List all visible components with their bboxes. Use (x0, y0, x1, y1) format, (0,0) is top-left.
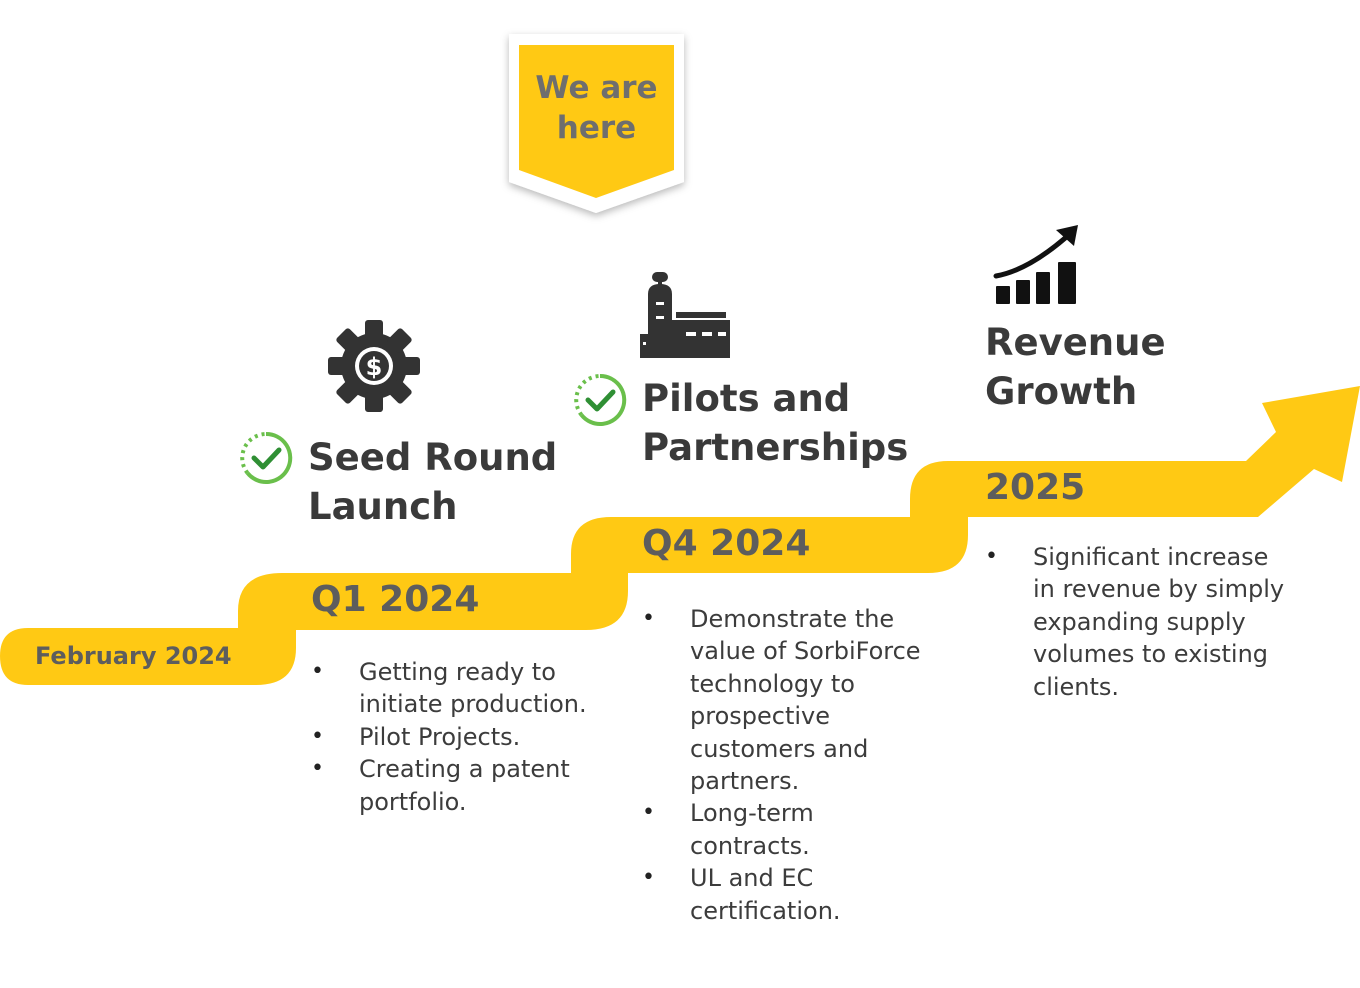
badge-label: We are here (519, 68, 674, 148)
date-february-2024: February 2024 (35, 642, 232, 670)
staircase-arrow (0, 386, 1360, 685)
badge-line-1: We are (535, 70, 658, 106)
list-item: UL and EC certification. (642, 862, 922, 927)
badge-line-2: here (556, 110, 637, 146)
bullet-list-revenue: Significant increase in revenue by simpl… (985, 541, 1285, 703)
gear-dollar-icon: $ (328, 320, 420, 412)
date-q4-2024: Q4 2024 (642, 523, 811, 564)
title-line-2: Growth (985, 370, 1138, 413)
growth-chart-icon (993, 225, 1078, 304)
svg-text:$: $ (366, 353, 383, 381)
list-item: Significant increase in revenue by simpl… (985, 541, 1285, 703)
list-item: Creating a patent portfolio. (311, 753, 601, 818)
title-line-2: Launch (308, 485, 458, 528)
title-line-1: Seed Round (308, 436, 558, 479)
title-line-1: Pilots and (642, 377, 851, 420)
date-2025: 2025 (985, 467, 1086, 508)
milestone-title-revenue: Revenue Growth (985, 318, 1166, 416)
list-item: Demonstrate the value of SorbiForce tech… (642, 603, 922, 797)
bullet-list-pilots: Demonstrate the value of SorbiForce tech… (642, 603, 922, 927)
title-line-1: Revenue (985, 321, 1166, 364)
milestone-title-pilots: Pilots and Partnerships (642, 374, 908, 472)
list-item: Getting ready to initiate production. (311, 656, 601, 721)
title-line-2: Partnerships (642, 426, 909, 469)
check-circle-icon (574, 373, 627, 426)
list-item: Pilot Projects. (311, 721, 601, 754)
list-item: Long-term contracts. (642, 797, 922, 862)
bullet-list-seed-round: Getting ready to initiate production. Pi… (311, 656, 601, 818)
factory-icon (640, 272, 730, 358)
milestone-title-seed-round: Seed Round Launch (308, 433, 557, 531)
date-q1-2024: Q1 2024 (311, 579, 480, 620)
check-circle-icon (240, 431, 293, 484)
